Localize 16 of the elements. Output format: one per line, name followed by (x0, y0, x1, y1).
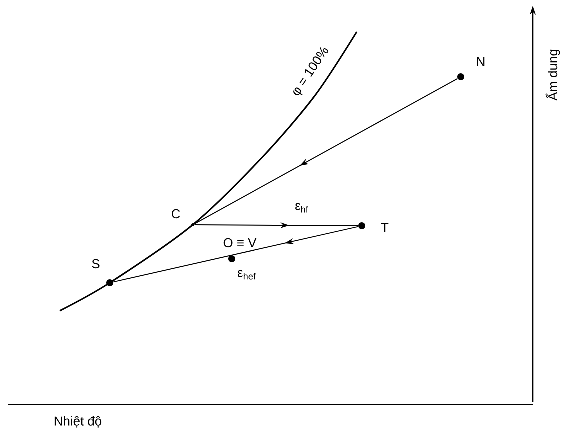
point-label: C (172, 209, 180, 219)
point-label: ε$_{hef}$ (238, 270, 256, 280)
point-label: T (381, 224, 389, 232)
arrow (194, 78, 458, 225)
axis-label: Nhiệt độ (54, 416, 102, 428)
arrow (113, 226, 359, 283)
point-dot (228, 256, 236, 262)
point-label: O ≡ V (224, 238, 257, 248)
point-label: N (477, 58, 485, 66)
point-dot (106, 280, 114, 286)
point-dot (458, 74, 464, 80)
point (192, 224, 194, 226)
edge-label: ε$_{hf}$ (296, 203, 308, 213)
axis-label: Ẩm dung (546, 50, 560, 101)
point-label: S (92, 259, 100, 269)
point-dot (358, 222, 366, 230)
